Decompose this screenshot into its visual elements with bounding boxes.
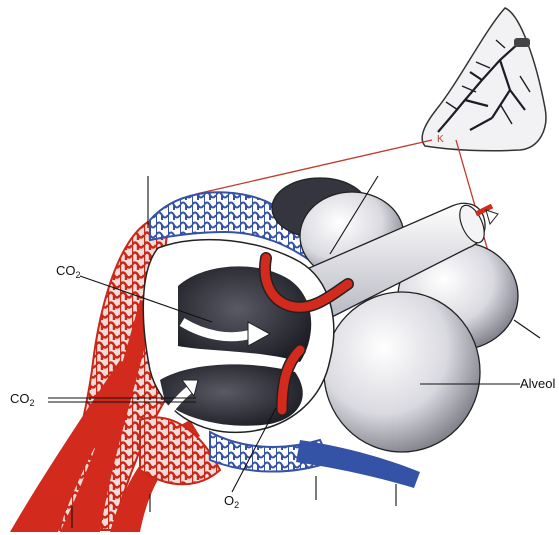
lung-thumbnail [422, 8, 546, 151]
alveoli-label: Alveol [520, 377, 555, 390]
bronchus-icon [514, 38, 530, 47]
co2-label-upper: CO2 [56, 264, 81, 280]
co2-label-lower: CO2 [10, 392, 35, 408]
o2-label: O2 [224, 494, 239, 510]
lung-mark: K [437, 134, 444, 145]
